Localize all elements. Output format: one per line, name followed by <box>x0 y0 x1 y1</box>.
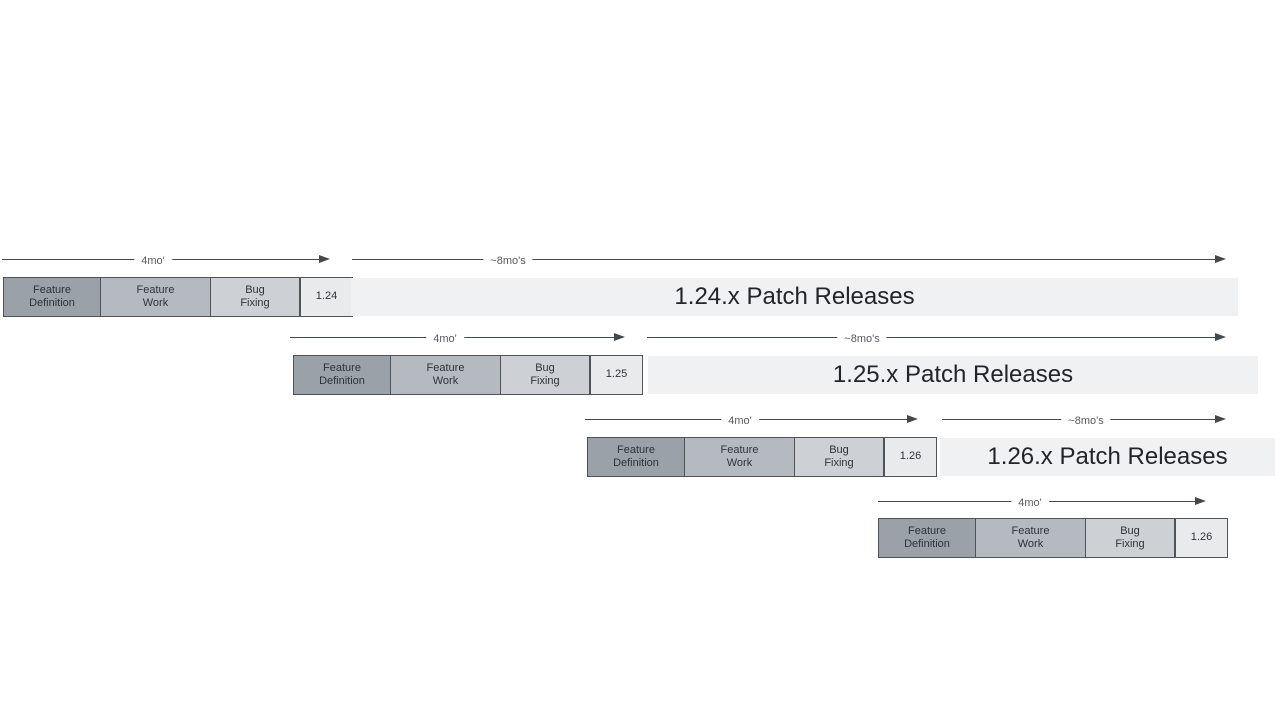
dev-duration-label: 4mo' <box>426 332 464 347</box>
phase-feature-work: Feature Work <box>975 519 1085 557</box>
release-phase-boxes: Feature Definition Feature Work Bug Fixi… <box>587 437 937 477</box>
arrowhead-icon <box>614 333 625 342</box>
version-box: 1.25 <box>589 356 642 394</box>
phase-feature-work: Feature Work <box>390 356 500 394</box>
phase-bug-fixing: Bug Fixing <box>500 356 589 394</box>
arrowhead-icon <box>907 415 918 424</box>
patch-duration-label: ~8mo's <box>837 332 887 347</box>
arrowhead-icon <box>319 255 330 264</box>
release-phase-boxes: Feature Definition Feature Work Bug Fixi… <box>293 355 643 395</box>
phase-feature-work: Feature Work <box>100 278 210 316</box>
patch-releases-label: 1.24.x Patch Releases <box>674 283 915 310</box>
phase-feature-work: Feature Work <box>684 438 794 476</box>
dev-duration-label: 4mo' <box>1011 496 1049 511</box>
arrowhead-icon <box>1215 415 1226 424</box>
patch-duration-label: ~8mo's <box>1061 414 1111 429</box>
patch-duration-label: ~8mo's <box>483 254 533 269</box>
phase-bug-fixing: Bug Fixing <box>1085 519 1174 557</box>
arrowhead-icon <box>1215 333 1226 342</box>
patch-duration-arrow <box>647 337 1216 338</box>
phase-feature-definition: Feature Definition <box>588 438 684 476</box>
patch-releases-label: 1.26.x Patch Releases <box>987 443 1228 470</box>
dev-duration-label: 4mo' <box>721 414 759 429</box>
patch-releases-label: 1.25.x Patch Releases <box>832 361 1074 388</box>
arrowhead-icon <box>1215 255 1226 264</box>
dev-duration-label: 4mo' <box>134 254 172 269</box>
phase-feature-definition: Feature Definition <box>4 278 100 316</box>
version-box: 1.26 <box>883 438 936 476</box>
phase-feature-definition: Feature Definition <box>294 356 390 394</box>
release-phase-boxes: Feature Definition Feature Work Bug Fixi… <box>3 277 353 317</box>
version-box: 1.26 <box>1174 519 1227 557</box>
phase-bug-fixing: Bug Fixing <box>210 278 299 316</box>
patch-releases-bar: 1.25.x Patch Releases <box>648 356 1258 394</box>
patch-releases-bar: 1.26.x Patch Releases <box>940 438 1275 476</box>
patch-releases-bar: 1.24.x Patch Releases <box>351 278 1238 316</box>
release-phase-boxes: Feature Definition Feature Work Bug Fixi… <box>878 518 1228 558</box>
phase-feature-definition: Feature Definition <box>879 519 975 557</box>
phase-bug-fixing: Bug Fixing <box>794 438 883 476</box>
version-box: 1.24 <box>299 278 352 316</box>
patch-duration-arrow <box>352 259 1216 260</box>
arrowhead-icon <box>1195 497 1206 506</box>
